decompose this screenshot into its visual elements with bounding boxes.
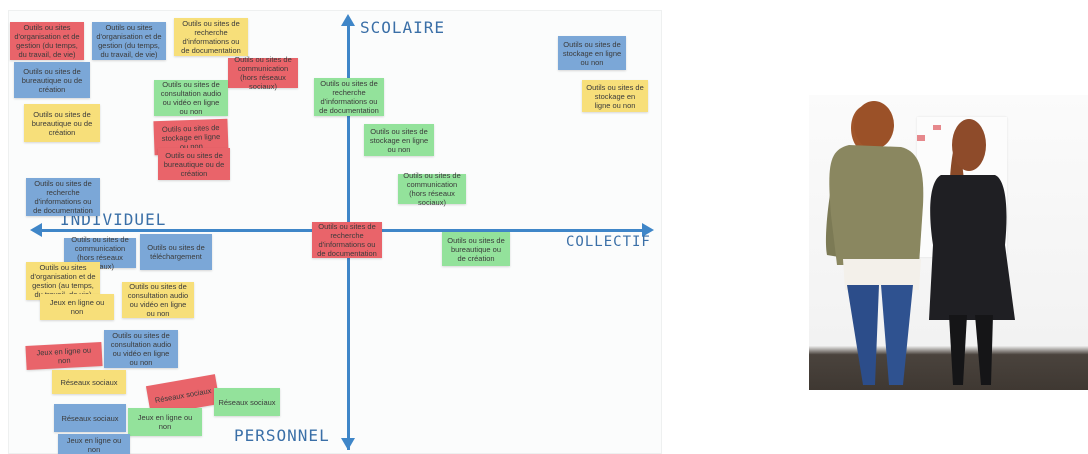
photo-two-people: [809, 95, 1088, 390]
sticky-note: Outils ou sites de recherche d'informati…: [314, 78, 384, 116]
person-left: [825, 101, 1015, 385]
sticky-note: Outils ou sites de recherche d'informati…: [312, 222, 382, 258]
sticky-note: Outils ou sites d'organisation et de ges…: [10, 22, 84, 60]
sticky-note: Outils ou sites de stockage en ligne ou …: [364, 124, 434, 156]
sticky-note: Outils ou sites de communication (hors r…: [64, 235, 136, 271]
sticky-note: Jeux en ligne ou non: [128, 408, 202, 436]
sticky-note: Outils ou sites de bureautique ou de cré…: [14, 62, 90, 98]
sticky-note: Outils ou sites de consultation audio ou…: [122, 282, 194, 318]
sticky-note: Outils ou sites de communication (hors r…: [398, 171, 466, 207]
sticky-note: Jeux en ligne ou non: [58, 434, 130, 454]
sticky-note: Outils ou sites de recherche d'informati…: [26, 178, 100, 216]
sticky-note: Outils ou sites de recherche d'informati…: [174, 18, 248, 56]
arrow-left-icon: [30, 223, 42, 237]
sticky-note: Outils ou sites de communication (hors r…: [228, 55, 298, 91]
sticky-note: Réseaux sociaux: [54, 404, 126, 432]
arrow-right-icon: [642, 223, 654, 237]
sticky-note: Outils ou sites de consultation audio ou…: [104, 330, 178, 368]
sticky-note: Outils ou sites de bureautique ou de cré…: [24, 104, 100, 142]
sticky-note: Jeux en ligne ou non: [25, 342, 103, 370]
small-note: [933, 125, 941, 130]
sticky-note: Jeux en ligne ou non: [40, 294, 114, 320]
sticky-note: Outils ou sites d'organisation et de ges…: [92, 22, 166, 60]
small-note: [917, 135, 925, 141]
sticky-note: Outils ou sites de stockage en ligne ou …: [582, 80, 648, 112]
axis-label-bottom: PERSONNEL: [234, 426, 330, 445]
sticky-note: Outils ou sites de consultation audio ou…: [154, 80, 228, 116]
sticky-note: Réseaux sociaux: [214, 388, 280, 416]
sticky-note: Outils ou sites de téléchargement: [140, 234, 212, 270]
arrow-up-icon: [341, 14, 355, 26]
arrow-down-icon: [341, 438, 355, 450]
sticky-note: Réseaux sociaux: [52, 370, 126, 394]
axis-label-top: SCOLAIRE: [360, 18, 446, 37]
sticky-note: Outils ou sites de bureautique ou de cré…: [158, 148, 230, 180]
axis-label-right: COLLECTIF: [566, 234, 651, 250]
sticky-note: Outils ou sites de stockage en ligne ou …: [558, 36, 626, 70]
sticky-note: Outils ou sites de bureautique ou de cré…: [442, 232, 510, 266]
poster-board: SCOLAIRE PERSONNEL INDIVIDUEL COLLECTIF …: [8, 10, 662, 454]
